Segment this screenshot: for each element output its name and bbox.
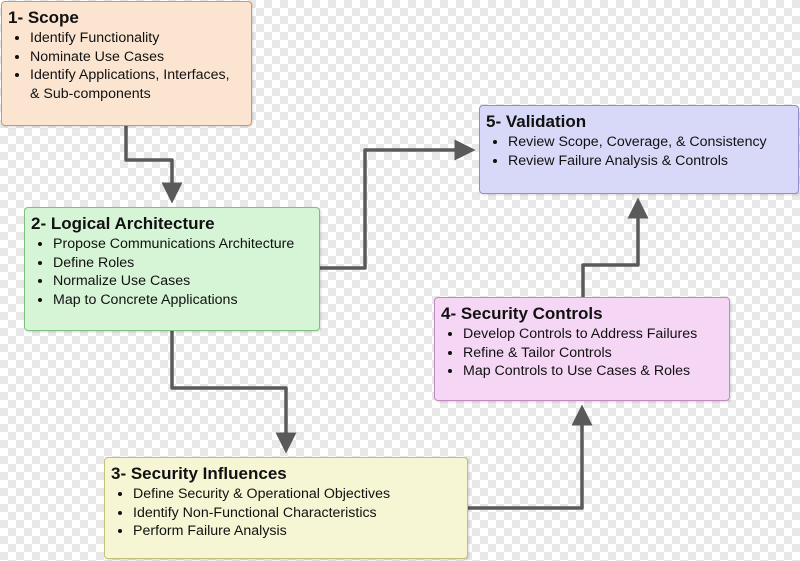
list-item: Define Security & Operational Objectives xyxy=(133,485,459,504)
list-item: Review Scope, Coverage, & Consistency xyxy=(508,133,790,152)
security-influences-title: 3- Security Influences xyxy=(111,464,287,483)
connector-logical-to-influences xyxy=(170,331,297,454)
list-item: Identify Non-Functional Characteristics xyxy=(133,504,459,523)
scope-list: Identify Functionality Nominate Use Case… xyxy=(8,29,243,103)
connector-influences-to-controls xyxy=(468,404,593,510)
security-controls-title: 4- Security Controls xyxy=(441,304,603,323)
connector-scope-to-logical xyxy=(124,126,183,204)
list-item: Identify Applications, Interfaces, xyxy=(30,66,243,85)
logical-architecture-title: 2- Logical Architecture xyxy=(31,214,215,233)
list-item: & Sub-components xyxy=(30,85,151,102)
list-item: Map Controls to Use Cases & Roles xyxy=(463,362,721,381)
scope-box: 1- Scope Identify Functionality Nominate… xyxy=(1,1,252,126)
list-item: Refine & Tailor Controls xyxy=(463,344,721,363)
list-item: Identify Functionality xyxy=(30,29,243,48)
security-influences-list: Define Security & Operational Objectives… xyxy=(111,485,459,541)
security-influences-box: 3- Security Influences Define Security &… xyxy=(104,457,468,559)
list-item: Propose Communications Architecture xyxy=(53,235,311,254)
security-controls-list: Develop Controls to Address Failures Ref… xyxy=(441,325,721,381)
list-item: Define Roles xyxy=(53,254,311,273)
validation-title: 5- Validation xyxy=(486,112,587,131)
scope-title: 1- Scope xyxy=(8,8,79,27)
list-item: Develop Controls to Address Failures xyxy=(463,325,721,344)
list-item: Perform Failure Analysis xyxy=(133,522,459,541)
connector-logical-to-validation xyxy=(320,139,476,270)
list-item: Review Failure Analysis & Controls xyxy=(508,152,790,171)
validation-list: Review Scope, Coverage, & Consistency Re… xyxy=(486,133,790,170)
list-item: Normalize Use Cases xyxy=(53,272,311,291)
list-item: Nominate Use Cases xyxy=(30,48,243,67)
validation-box: 5- Validation Review Scope, Coverage, & … xyxy=(479,105,799,194)
security-controls-box: 4- Security Controls Develop Controls to… xyxy=(434,297,730,401)
logical-architecture-box: 2- Logical Architecture Propose Communic… xyxy=(24,207,320,331)
list-item: Map to Concrete Applications xyxy=(53,291,311,310)
logical-architecture-list: Propose Communications Architecture Defi… xyxy=(31,235,311,309)
connector-controls-to-validation xyxy=(581,197,649,297)
